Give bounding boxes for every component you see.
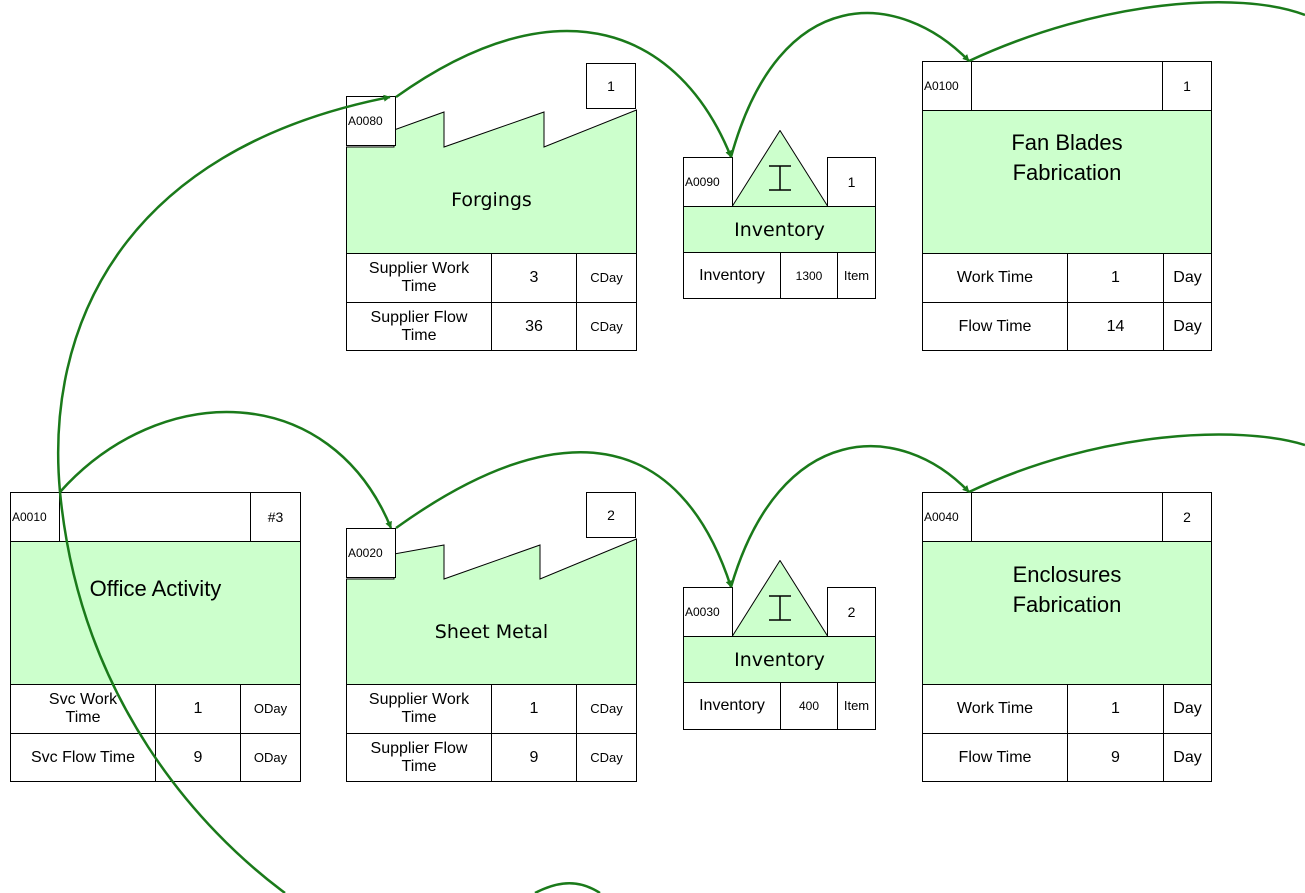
connector-a0040-out bbox=[968, 433, 1305, 494]
metric-unit: ODay bbox=[253, 701, 288, 716]
metric-value: 9 bbox=[492, 734, 577, 781]
process-body bbox=[922, 110, 1212, 254]
metric-label: Work Time bbox=[923, 254, 1068, 302]
table-row: Work Time 1 Day bbox=[922, 253, 1212, 303]
metric-value: 1300 bbox=[781, 253, 838, 298]
inventory-title: Inventory bbox=[683, 636, 876, 683]
metric-value: 1 bbox=[156, 685, 241, 733]
metric-label: Inventory bbox=[684, 253, 781, 298]
metric-unit: Item bbox=[843, 267, 870, 283]
metric-value: 1 bbox=[492, 685, 577, 733]
process-title: Office Activity bbox=[89, 576, 222, 601]
metric-unit: Day bbox=[1173, 700, 1202, 717]
inventory-triangle-icon bbox=[731, 560, 829, 638]
id-label: A0080 bbox=[346, 96, 396, 146]
table-row: Inventory 400 Item bbox=[683, 682, 876, 730]
metric-unit: Day bbox=[1173, 317, 1202, 335]
id-label: A0040 bbox=[922, 492, 972, 542]
metric-unit: CDay bbox=[590, 701, 623, 716]
inventory-title: Inventory bbox=[683, 206, 876, 253]
metric-value: 9 bbox=[1068, 734, 1164, 781]
process-body bbox=[922, 541, 1212, 685]
metric-label: Flow Time bbox=[923, 303, 1068, 350]
id-label: A0020 bbox=[346, 528, 396, 578]
connector-a0100-out bbox=[968, 1, 1305, 63]
table-row: Flow Time 14 Day bbox=[922, 303, 1212, 351]
id-label: A0090 bbox=[683, 157, 733, 207]
process-body bbox=[10, 541, 301, 685]
metric-value: 1 bbox=[1068, 254, 1164, 302]
connector-bottom-arc bbox=[534, 882, 601, 893]
id-label: A0030 bbox=[683, 587, 733, 637]
metric-unit: Item bbox=[843, 698, 870, 713]
metric-label: Svc Flow Time bbox=[11, 734, 156, 781]
id-label: A0100 bbox=[922, 61, 972, 111]
metric-value: 400 bbox=[781, 683, 838, 729]
table-row: Inventory 1300 Item bbox=[683, 252, 876, 299]
metric-value: 3 bbox=[492, 254, 577, 302]
table-row: Work Time 1 Day bbox=[922, 684, 1212, 734]
metric-value: 36 bbox=[492, 303, 577, 350]
metric-unit: CDay bbox=[590, 318, 623, 334]
quantity-box: 2 bbox=[1162, 492, 1212, 542]
connector-a0010-a0080 bbox=[56, 94, 391, 493]
metrics-table: Work Time 1 Day Flow Time 14 Day bbox=[922, 253, 1212, 351]
metric-unit: Day bbox=[1173, 269, 1202, 286]
metric-unit: Day bbox=[1173, 748, 1202, 766]
metrics-table: Work Time 1 Day Flow Time 9 Day bbox=[922, 684, 1212, 782]
supplier-title: Forgings bbox=[451, 189, 532, 211]
metric-unit: ODay bbox=[253, 749, 288, 765]
metric-value: 14 bbox=[1068, 303, 1164, 350]
table-row: Svc Flow Time 9 ODay bbox=[10, 734, 301, 782]
supplier-title: Sheet Metal bbox=[434, 621, 549, 643]
inventory-triangle-icon bbox=[731, 130, 829, 208]
quantity-box: #3 bbox=[250, 492, 301, 542]
table-row: Flow Time 9 Day bbox=[922, 734, 1212, 782]
quantity-box: 2 bbox=[827, 587, 876, 637]
metric-label: Work Time bbox=[923, 685, 1068, 733]
metric-unit: CDay bbox=[590, 749, 623, 765]
metric-label: Flow Time bbox=[923, 734, 1068, 781]
id-label: A0010 bbox=[10, 492, 60, 542]
metric-label: Inventory bbox=[684, 683, 781, 729]
metric-unit: CDay bbox=[590, 270, 623, 285]
quantity-box: 1 bbox=[1162, 61, 1212, 111]
quantity-box: 1 bbox=[827, 157, 876, 207]
metric-value: 9 bbox=[156, 734, 241, 781]
metric-value: 1 bbox=[1068, 685, 1164, 733]
